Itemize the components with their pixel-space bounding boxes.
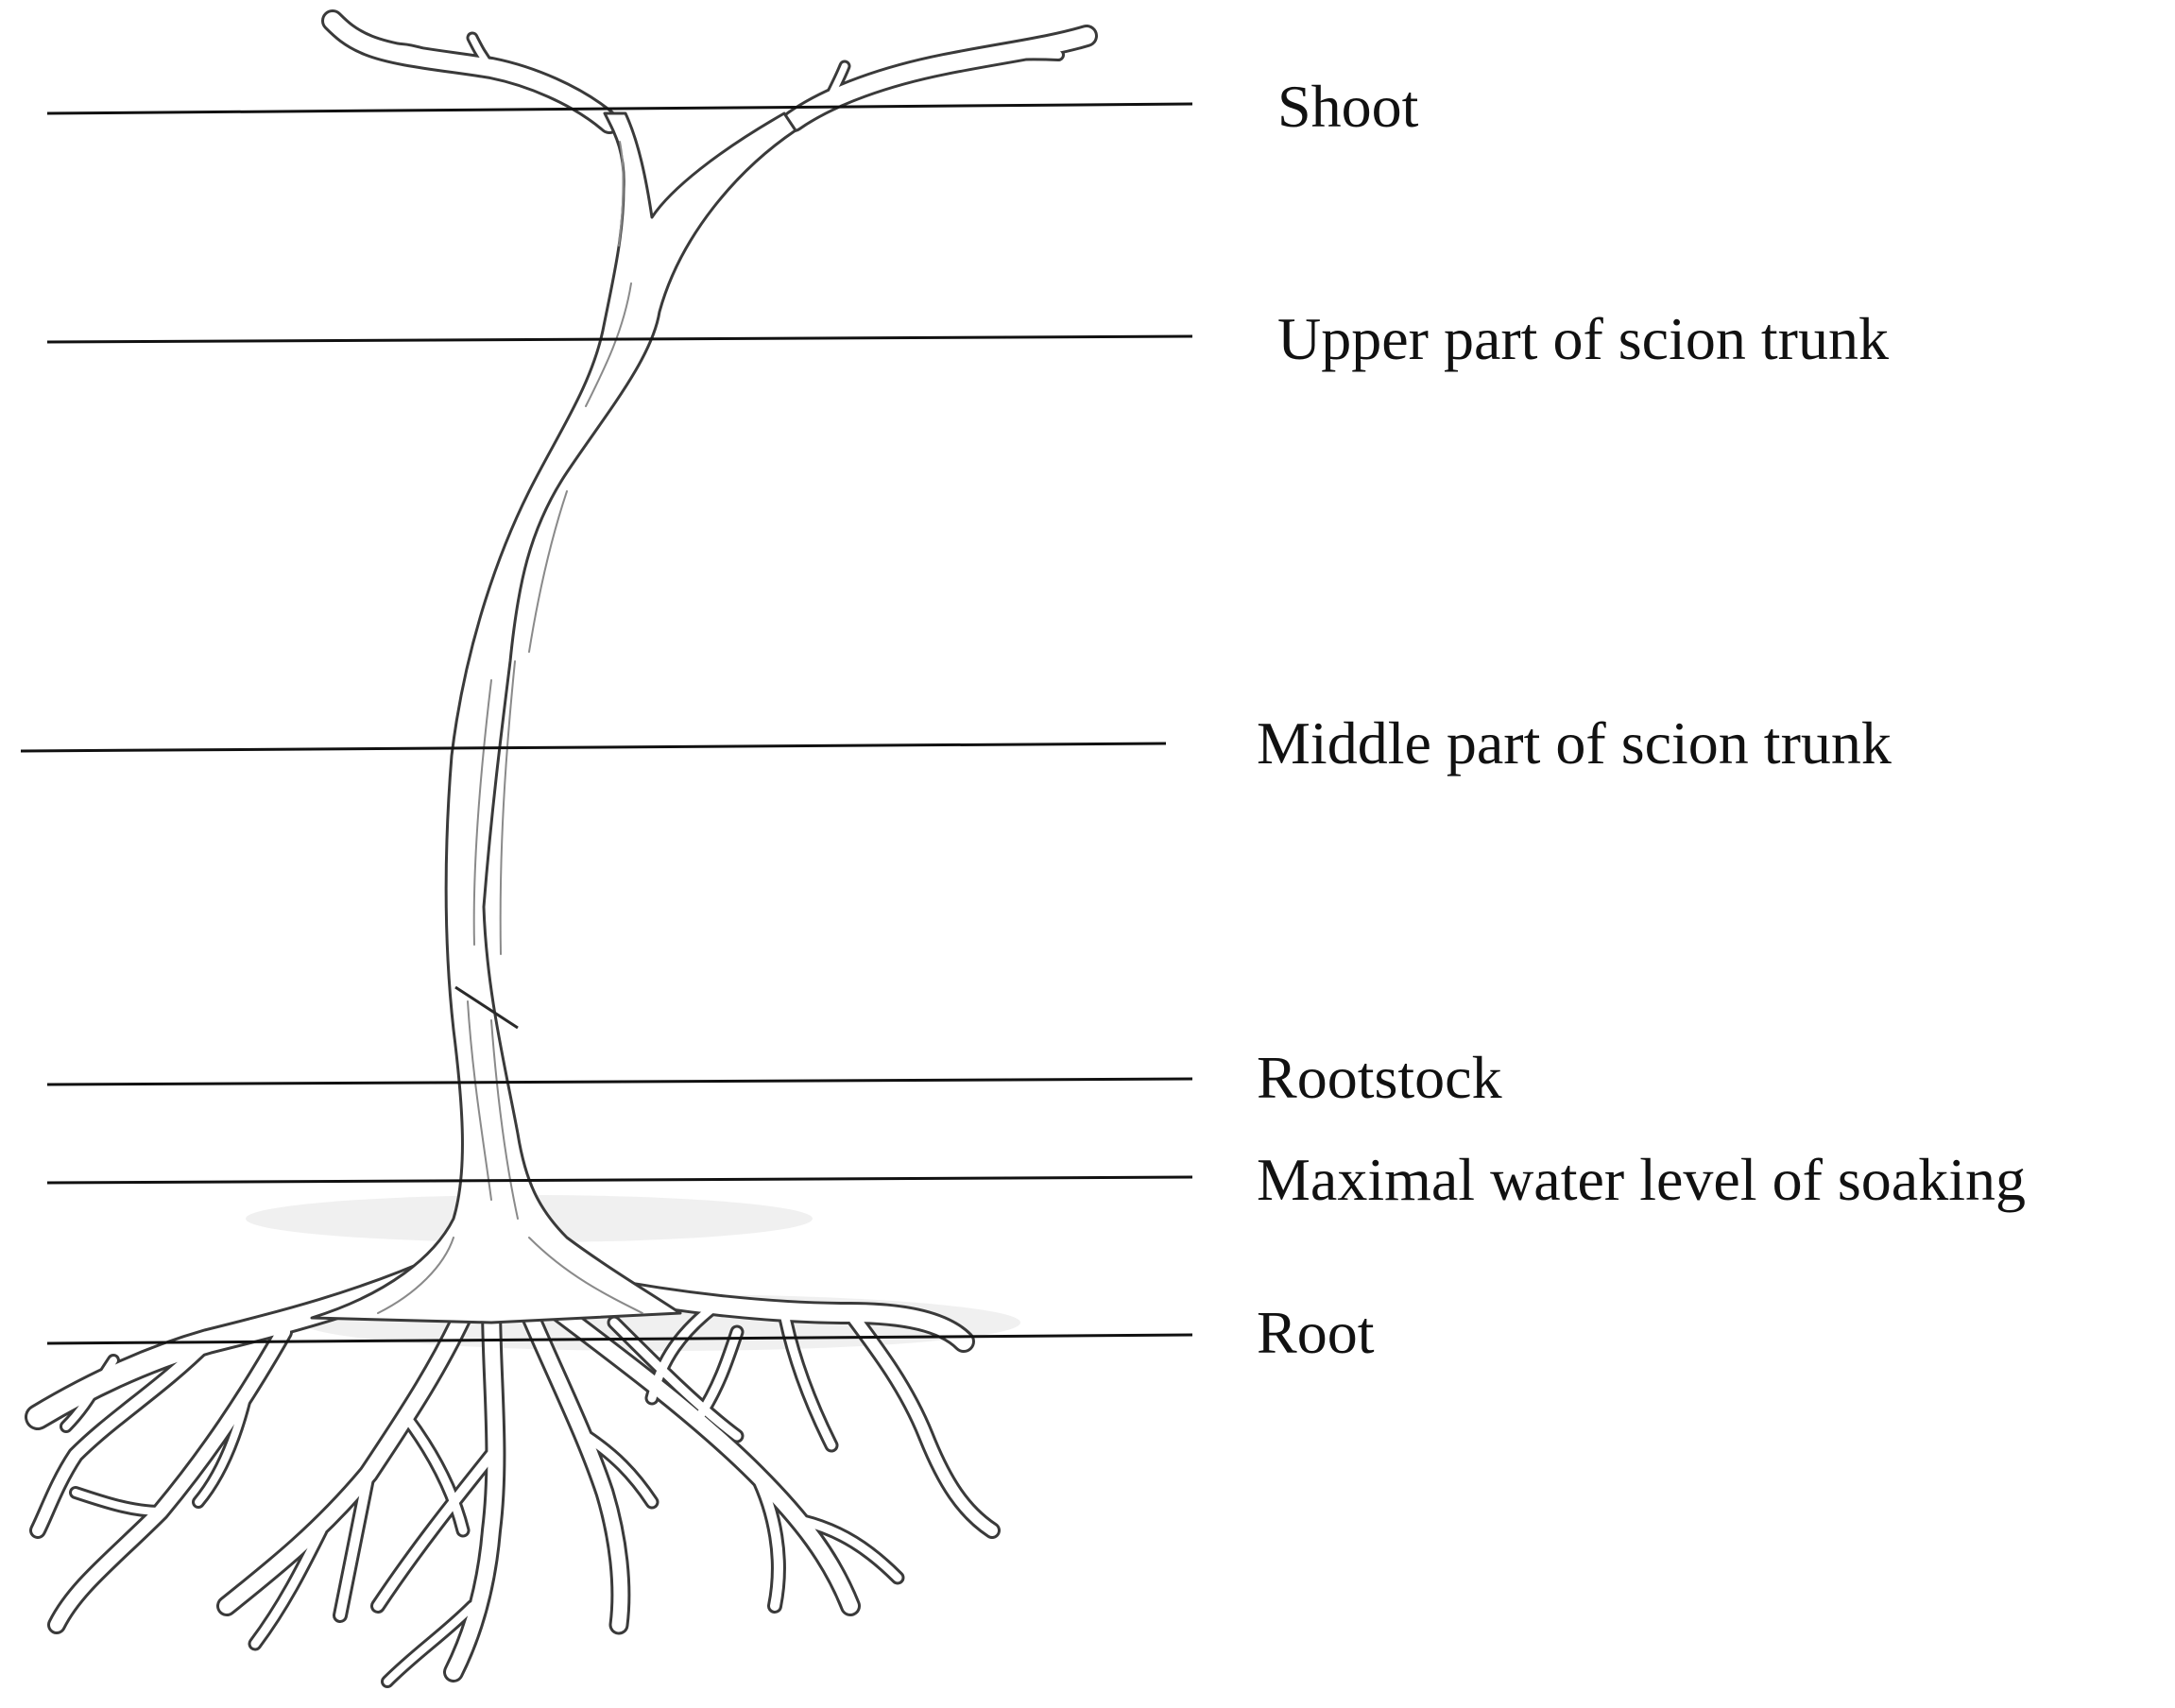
shoot-branches	[321, 9, 1098, 134]
roots-fill-stroke-13	[522, 1306, 628, 1632]
shoots-fill-stroke-5	[828, 62, 848, 98]
shoot-line	[46, 102, 1193, 115]
roots-fill-stroke-20	[845, 1307, 998, 1536]
middle-trunk-line	[20, 742, 1167, 753]
shoots-fill-stroke-1	[384, 44, 448, 66]
roots-fill-stroke-22	[647, 1299, 723, 1403]
roots-fill-stroke-12	[384, 1602, 476, 1685]
roots-fill-stroke-21	[779, 1308, 836, 1450]
shoots-fill-stroke-4	[941, 50, 1062, 68]
label-water-level: Maximal water level of soaking	[1257, 1146, 2026, 1213]
graft-union-mark	[454, 985, 519, 1030]
water-level-line	[46, 1175, 1193, 1185]
roots-fill-stroke-17	[751, 1469, 783, 1611]
roots-fill-stroke-3	[50, 1325, 290, 1631]
roots-fill-stroke-7	[335, 1469, 373, 1620]
roots-fill-stroke-11	[373, 1450, 496, 1611]
label-shoot: Shoot	[1277, 73, 1419, 140]
label-root: Root	[1257, 1299, 1375, 1366]
rootstock-line	[46, 1077, 1193, 1086]
sampling-lines	[20, 102, 1193, 1345]
section-labels: Shoot Upper part of scion trunk Middle p…	[1257, 73, 2026, 1366]
roots-fill-stroke-8	[250, 1526, 326, 1648]
label-middle-trunk: Middle part of scion trunk	[1257, 709, 1892, 777]
label-rootstock: Rootstock	[1257, 1044, 1502, 1111]
roots-fill-stroke-5	[195, 1394, 249, 1506]
roots-fill-stroke-4	[72, 1489, 164, 1515]
roots-fill-stroke-19	[577, 1276, 972, 1350]
roots-fill-stroke-18	[798, 1516, 902, 1582]
root-system	[25, 1253, 1001, 1688]
root-line	[46, 1333, 1193, 1345]
roots-fill-stroke-1	[32, 1336, 214, 1536]
roots-fill-stroke-9	[402, 1412, 468, 1535]
roots-fill-stroke-14	[581, 1431, 657, 1507]
vine-trunk	[310, 111, 797, 1324]
upper-trunk-line	[46, 334, 1193, 344]
roots-fill-stroke-2	[62, 1357, 117, 1430]
roots-fill-stroke-10	[446, 1296, 504, 1680]
label-upper-trunk: Upper part of scion trunk	[1277, 305, 1889, 372]
roots-fill-stroke-15	[540, 1296, 858, 1614]
shoots-fill-stroke-2	[469, 34, 495, 72]
